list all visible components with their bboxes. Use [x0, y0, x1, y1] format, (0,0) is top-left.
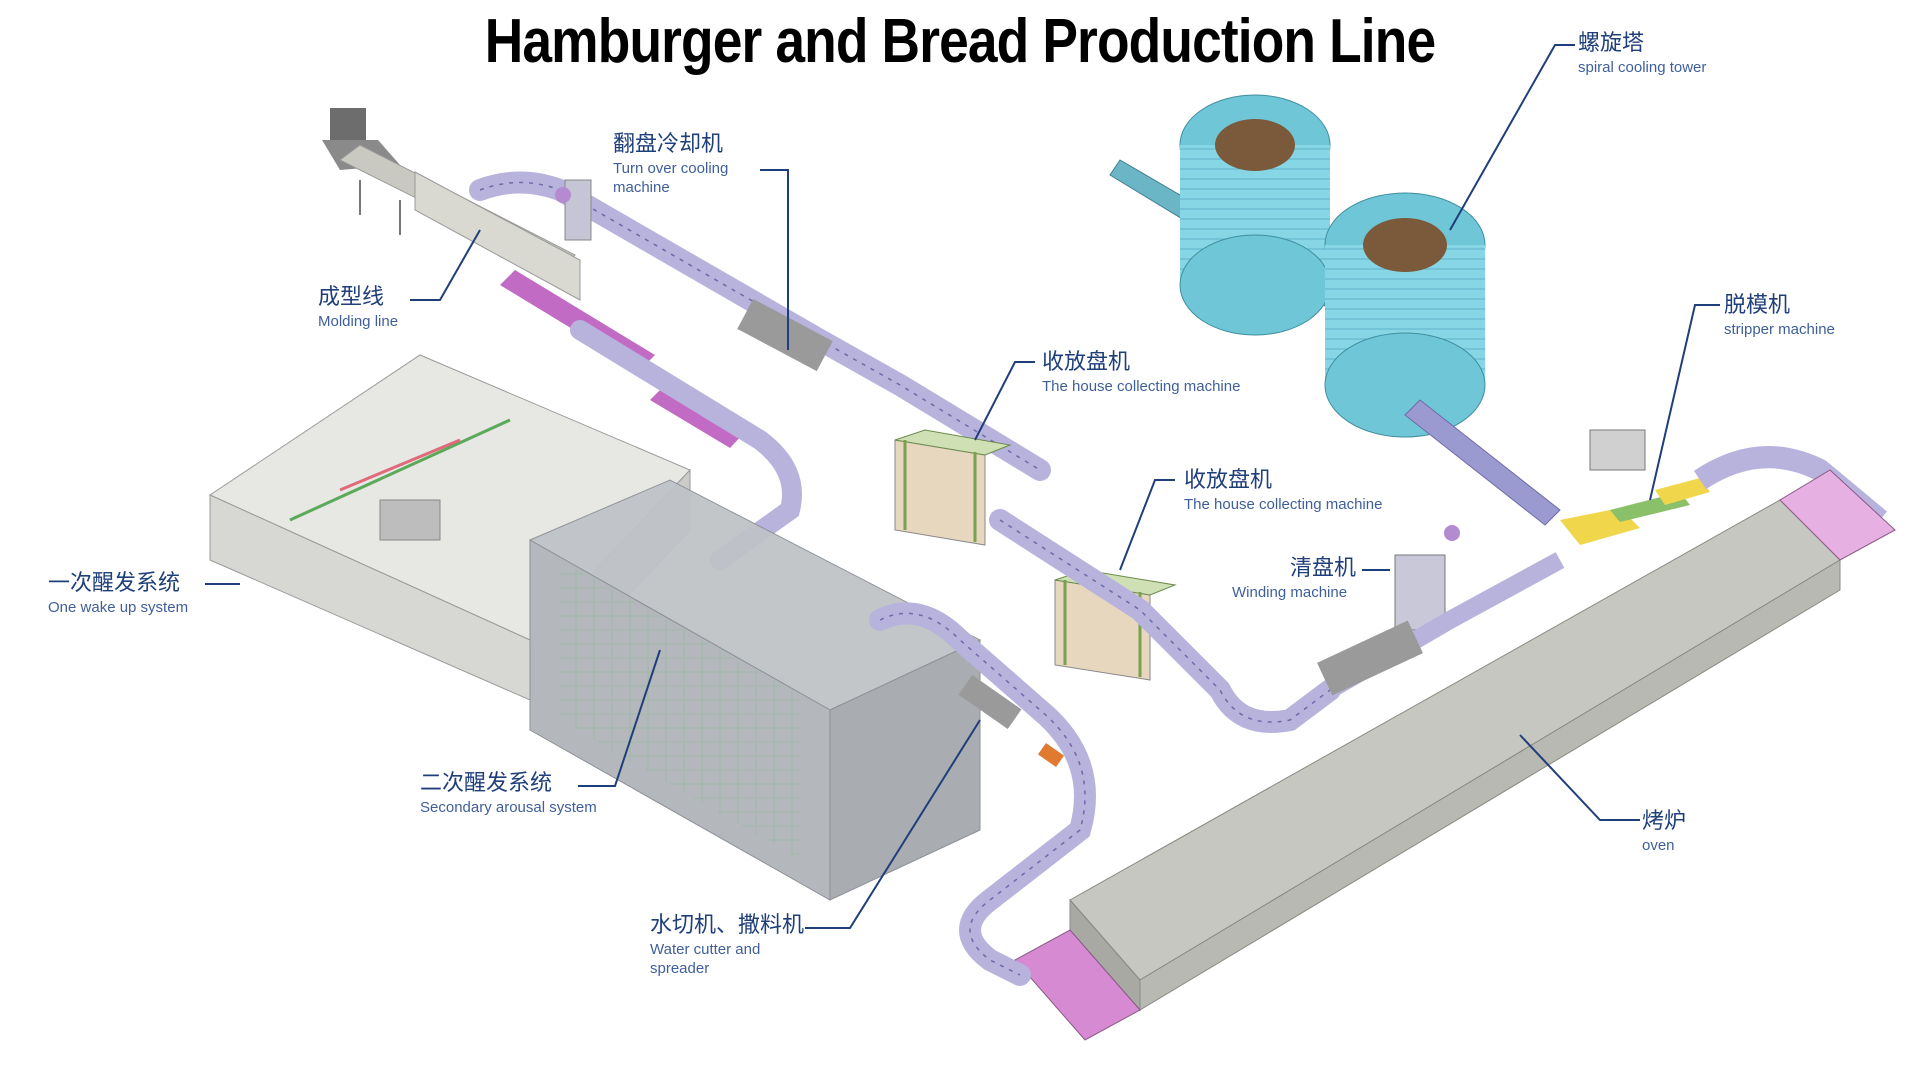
label-zh: 收放盘机	[1184, 468, 1273, 493]
turn-over-cooling-conveyor	[469, 171, 1051, 481]
collecting-conveyor	[989, 509, 1341, 733]
water-cutter-machine	[958, 674, 1022, 730]
leader-lines	[205, 44, 1720, 929]
label-house-collecting-1: 收放盘机 The house collecting machine	[1042, 349, 1240, 396]
label-winding-machine: 清盘机 Winding machine	[1232, 555, 1356, 602]
label-oven: 烤炉 oven	[1642, 808, 1686, 855]
oven-entry-belt	[1014, 929, 1141, 1041]
label-en: Water cutter and spreader	[650, 941, 761, 977]
page-title: Hamburger and Bread Production Line	[484, 7, 1436, 76]
label-zh: 烤炉	[1642, 809, 1687, 834]
molding-machine	[414, 171, 581, 301]
label-en: Turn over cooling machine	[613, 160, 729, 196]
winding-machine	[1317, 525, 1565, 698]
oven	[1014, 469, 1896, 1041]
label-water-cutter: 水切机、撒料机 Water cutter and spreader	[650, 912, 810, 978]
label-zh: 二次醒发系统	[420, 771, 553, 796]
cooling-rack	[737, 298, 833, 372]
label-zh: 螺旋塔	[1578, 31, 1645, 56]
tower-drum-icon	[1215, 119, 1295, 171]
label-zh: 脱模机	[1724, 293, 1791, 318]
label-en: One wake up system	[48, 599, 189, 616]
label-zh: 水切机、撒料机	[650, 913, 805, 938]
tray-turner	[564, 179, 592, 241]
label-en: The house collecting machine	[1042, 378, 1241, 395]
label-en: Winding machine	[1232, 584, 1348, 601]
stripper-machine	[1560, 429, 1888, 545]
label-house-collecting-2: 收放盘机 The house collecting machine	[1184, 467, 1382, 514]
label-spiral-cooling-tower: 螺旋塔 spiral cooling tower	[1578, 30, 1706, 77]
label-zh: 翻盘冷却机	[613, 132, 724, 157]
label-zh: 成型线	[318, 285, 385, 310]
label-one-wake-up: 一次醒发系统 One wake up system	[48, 570, 188, 617]
label-en: The house collecting machine	[1184, 496, 1383, 513]
label-zh: 收放盘机	[1042, 350, 1131, 375]
label-en: oven	[1642, 837, 1675, 854]
label-en: stripper machine	[1724, 321, 1835, 338]
label-stripper-machine: 脱模机 stripper machine	[1724, 292, 1835, 339]
house-collecting-machine-1	[894, 429, 1012, 546]
spiral-cooling-tower	[1109, 94, 1561, 526]
label-turn-over-cooling: 翻盘冷却机 Turn over cooling machine	[613, 131, 793, 197]
label-zh: 一次醒发系统	[48, 571, 181, 596]
oven-end-belt	[1779, 469, 1896, 561]
label-en: Molding line	[318, 313, 399, 330]
secondary-arousal-system	[528, 479, 982, 901]
label-secondary-arousal: 二次醒发系统 Secondary arousal system	[420, 770, 597, 817]
label-en: Secondary arousal system	[420, 799, 597, 816]
label-molding-line: 成型线 Molding line	[318, 284, 398, 331]
label-zh: 清盘机	[1290, 556, 1357, 581]
label-en: spiral cooling tower	[1578, 59, 1707, 76]
